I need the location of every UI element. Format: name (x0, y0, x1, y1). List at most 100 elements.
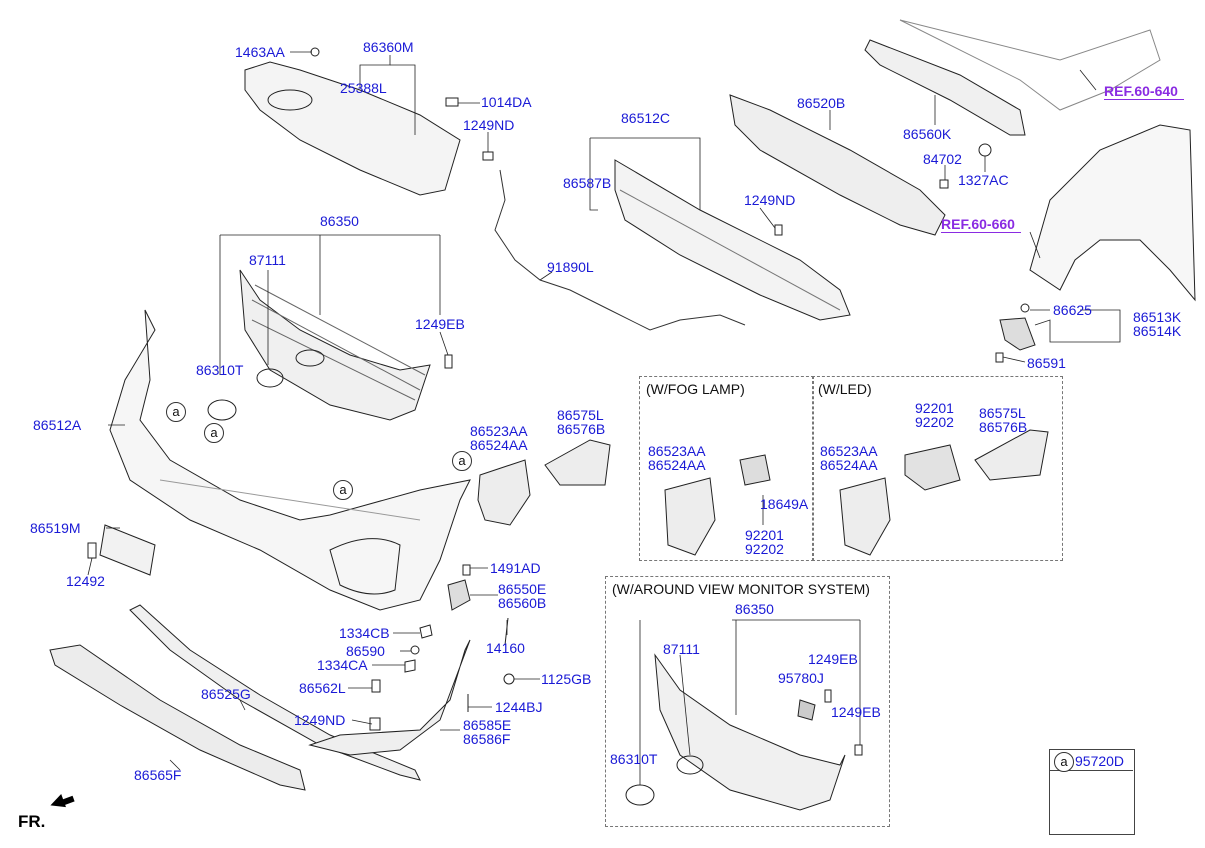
callout-86590[interactable]: 86590 (346, 643, 385, 659)
callout-86585E[interactable]: 86585E (463, 717, 512, 733)
callout-86560K[interactable]: 86560K (903, 126, 952, 142)
av-grille-86350 (654, 653, 846, 811)
bolt-86625-icon (1020, 303, 1030, 313)
callout-86562L[interactable]: 86562L (299, 680, 346, 696)
grille-emblem (295, 349, 325, 367)
callout-84702[interactable]: 84702 (923, 151, 962, 167)
callout-86350[interactable]: 86350 (320, 213, 359, 229)
fender (1029, 124, 1196, 302)
bolt-1463AA-icon (310, 47, 320, 57)
bolt-1249ND-b-icon (774, 224, 783, 236)
callout-av-86310T[interactable]: 86310T (610, 751, 658, 767)
callout-1244BJ[interactable]: 1244BJ (495, 699, 543, 715)
callout-86360M[interactable]: 86360M (363, 39, 414, 55)
screw-1125GB-icon (503, 673, 515, 685)
callout-1249ND-a[interactable]: 1249ND (463, 117, 515, 133)
callout-1334CA[interactable]: 1334CA (317, 657, 368, 673)
callout-86587B[interactable]: 86587B (563, 175, 612, 191)
callout-led-86576B[interactable]: 86576B (979, 419, 1028, 435)
callout-av-1249EB-b[interactable]: 1249EB (831, 704, 881, 720)
callout-1327AC[interactable]: 1327AC (958, 172, 1009, 188)
callout-86586F[interactable]: 86586F (463, 731, 511, 747)
callout-led-86524AA[interactable]: 86524AA (820, 457, 878, 473)
callout-1463AA[interactable]: 1463AA (235, 44, 285, 60)
av-emblem-87111 (676, 755, 704, 775)
callout-87111[interactable]: 87111 (249, 252, 286, 268)
clip-86562L-icon (371, 679, 381, 693)
emblem-86310T (207, 399, 237, 421)
marker-a-2: a (204, 423, 224, 443)
callout-86525G[interactable]: 86525G (201, 686, 251, 702)
marker-a-3: a (333, 480, 353, 500)
callout-av-86350[interactable]: 86350 (735, 601, 774, 617)
callout-86310T[interactable]: 86310T (196, 362, 244, 378)
callout-86519M[interactable]: 86519M (30, 520, 81, 536)
callout-av-95780J[interactable]: 95780J (778, 670, 824, 686)
callout-led-92201[interactable]: 92201 (915, 400, 954, 416)
callout-86576B[interactable]: 86576B (557, 421, 606, 437)
lower-guard-86585E (308, 639, 471, 756)
callout-14160[interactable]: 14160 (486, 640, 525, 656)
leader-lines (87, 51, 1121, 785)
callout-86512C[interactable]: 86512C (621, 110, 671, 126)
callout-25388L[interactable]: 25388L (340, 80, 387, 96)
reference-60-640-underline (1104, 99, 1184, 100)
clip-1334CB-icon (419, 624, 433, 639)
wiring-harness-91890L (494, 169, 746, 331)
bracket-86550E (447, 579, 471, 611)
callout-1334CB[interactable]: 1334CB (339, 625, 390, 641)
lower-trim-86525G (129, 604, 421, 781)
led-lamp-92201 (904, 444, 961, 491)
callout-fog-18649A[interactable]: 18649A (760, 496, 809, 512)
callout-86625[interactable]: 86625 (1053, 302, 1092, 318)
callout-led-86575L[interactable]: 86575L (979, 405, 1026, 421)
callout-86512A[interactable]: 86512A (33, 417, 82, 433)
clip-1334CA-icon (404, 659, 416, 673)
bolt-86591-icon (995, 352, 1004, 363)
fog-cover-fog-variant (664, 477, 716, 556)
callout-86514K[interactable]: 86514K (1133, 323, 1182, 339)
reference-60-660[interactable]: REF.60-660 (941, 216, 1015, 232)
callout-1249ND-c[interactable]: 1249ND (294, 712, 346, 728)
callout-legend-95720D[interactable]: 95720D (1075, 753, 1125, 769)
led-box (812, 376, 1063, 561)
callout-1014DA[interactable]: 1014DA (481, 94, 532, 110)
clip-1491AD-icon (462, 564, 471, 576)
callout-86550E[interactable]: 86550E (498, 581, 547, 597)
bolt-1249ND-c-icon (369, 717, 381, 731)
callout-1249EB[interactable]: 1249EB (415, 316, 465, 332)
callout-1249ND-b[interactable]: 1249ND (744, 192, 796, 208)
skid-plate-86565F (49, 644, 306, 791)
callout-fog-92202[interactable]: 92202 (745, 541, 784, 557)
callout-86565F[interactable]: 86565F (134, 767, 182, 783)
callout-91890L[interactable]: 91890L (547, 259, 594, 275)
camera-95780J (797, 699, 816, 721)
callout-fog-86524AA[interactable]: 86524AA (648, 457, 706, 473)
callout-86520B[interactable]: 86520B (797, 95, 846, 111)
callout-86513K[interactable]: 86513K (1133, 309, 1182, 325)
callout-86575L[interactable]: 86575L (557, 407, 604, 423)
grille-86350 (239, 269, 431, 421)
callout-av-87111[interactable]: 87111 (663, 641, 700, 657)
callout-1491AD[interactable]: 1491AD (490, 560, 541, 576)
callout-12492[interactable]: 12492 (66, 573, 105, 589)
upper-cover-86360M (244, 61, 461, 196)
fog-bracket-86575L (544, 439, 611, 486)
callout-86523AA[interactable]: 86523AA (470, 423, 528, 439)
reference-60-640[interactable]: REF.60-640 (1104, 83, 1178, 99)
callout-86591[interactable]: 86591 (1027, 355, 1066, 371)
callout-av-1249EB-a[interactable]: 1249EB (808, 651, 858, 667)
clip-86590-icon (410, 645, 420, 655)
callout-fog-92201[interactable]: 92201 (745, 527, 784, 543)
nut-1327AC-icon (978, 143, 992, 157)
callout-led-86523AA[interactable]: 86523AA (820, 443, 878, 459)
callout-led-92202[interactable]: 92202 (915, 414, 954, 430)
callout-86524AA[interactable]: 86524AA (470, 437, 528, 453)
bumper-cover-86512A (109, 309, 471, 611)
callout-86560B[interactable]: 86560B (498, 595, 547, 611)
bolt-12492-icon (87, 542, 97, 559)
front-direction-label: FR. (18, 812, 46, 831)
callout-fog-86523AA[interactable]: 86523AA (648, 443, 706, 459)
callout-1125GB[interactable]: 1125GB (541, 671, 592, 687)
